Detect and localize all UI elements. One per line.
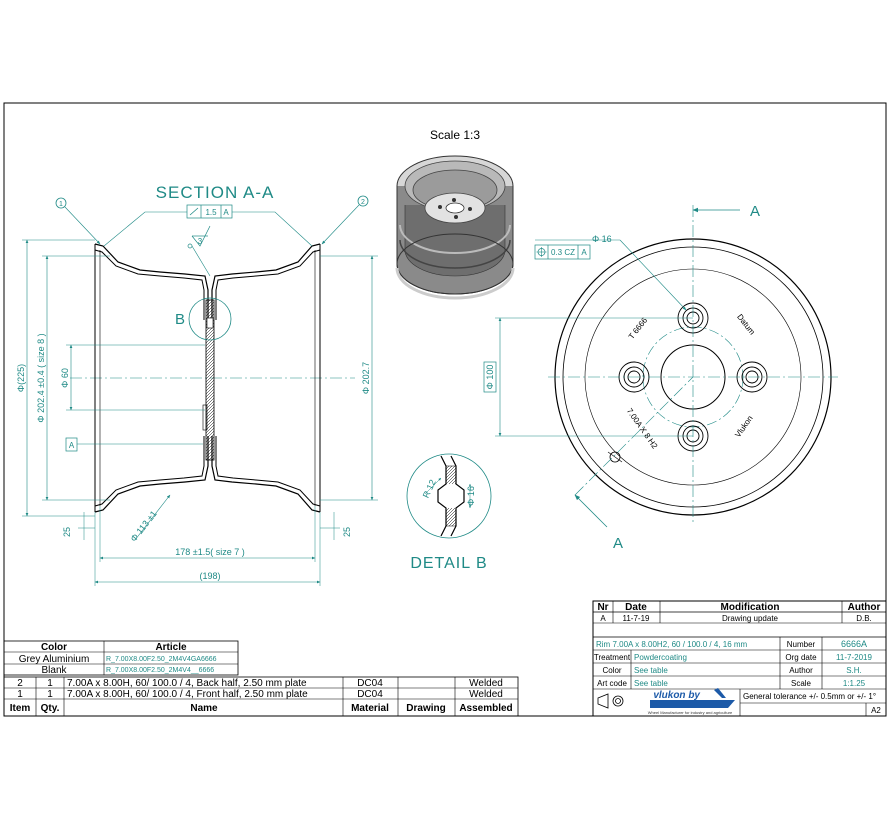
section-mark-bottom: A [613,535,623,552]
rev-row-nr: A [600,614,606,623]
color-value: See table [634,666,668,675]
org-date-value: 11-7-2019 [836,653,872,662]
stamp-vlukon: Vlukon [733,414,754,439]
rev-header-mod: Modification [721,602,780,613]
treatment-value: Powdercoating [634,653,687,662]
rev-header-nr: Nr [597,602,608,613]
art-code-label: Art code [597,679,627,688]
dim-d225: Φ(225) [16,364,26,392]
section-view: SECTION A-A 1 2 [16,183,378,586]
org-date-label: Org date [785,653,817,662]
article-header: Article [155,642,187,653]
balloon-2: 2 [361,199,365,206]
stamp-bottom: 7.00A X 8 H2 [625,407,660,451]
scale-value: 1:1.25 [843,679,866,688]
stamp-left: T 6666 [627,316,650,341]
section-mark-top: A [750,203,760,220]
title-description: Rim 7.00A x 8.00H2, 60 / 100.0 / 4, 16 m… [596,640,748,649]
color-table: Color Article Grey Aluminium R_7.00X8.00… [3,640,239,676]
detail-b-view: Φ 16 R 12 DETAIL B [406,453,492,572]
dim-d2024: Φ 202.4 ±0.4 ( size 8 ) [36,333,46,422]
part-row-2-name: 7.00A x 8.00H, 60/ 100.0 / 4, Front half… [67,689,308,700]
part-row-1-name: 7.00A x 8.00H, 60/ 100.0 / 4, Back half,… [67,678,307,689]
dim-l25: 25 [62,527,72,537]
vlukon-logo: vlukon by Wheel Manufacturer for industr… [648,688,735,715]
header-material: Material [351,703,389,714]
color-row-2-article: R_7.00X8.00F2.50_2M4V4__6666 [106,667,214,674]
header-qty: Qty. [41,703,60,714]
number-label: Number [787,640,816,649]
title-block: Nr Date Modification Author A 11-7-19 Dr… [592,600,887,717]
part-row-2-assembled: Welded [469,689,503,700]
header-assembled: Assembled [459,703,512,714]
header-drawing: Drawing [406,703,445,714]
scale-label-tb: Scale [791,679,812,688]
header-name: Name [190,703,218,714]
dim-r25: 25 [342,527,352,537]
parts-table: 2 1 7.00A x 8.00H, 60/ 100.0 / 4, Back h… [3,676,519,717]
art-code-value: See table [634,679,668,688]
balloon-1: 1 [59,201,63,208]
rev-row-date: 11-7-19 [623,614,651,623]
flatness-datum: A [223,208,229,217]
rev-header-author: Author [848,602,881,613]
detail-r12: R 12 [421,478,438,499]
part-row-2-qty: 1 [47,689,53,700]
logo-text: vlukon by [653,690,700,701]
dim-d60: Φ 60 [60,368,70,388]
flatness-value: 1.5 [205,208,217,217]
isometric-view [395,155,515,300]
part-row-1-material: DC04 [357,678,383,689]
rev-row-author: D.B. [856,614,872,623]
part-row-1-item: 2 [17,678,23,689]
part-row-1-qty: 1 [47,678,53,689]
part-row-1-assembled: Welded [469,678,503,689]
color-header: Color [41,642,67,653]
scale-label: Scale 1:3 [430,128,480,142]
rev-header-date: Date [625,602,647,613]
logo-subtitle: Wheel Manufacturer for industry and agri… [648,710,733,715]
roughness-value: 3 [198,237,203,246]
hole-dia: Φ 16 [592,234,612,244]
header-item: Item [10,703,31,714]
datum-a-label: A [69,441,75,450]
part-row-2-item: 1 [17,689,23,700]
pos-tol: 0.3 CZ [551,248,575,257]
dim-d2027: Φ 202.7 [361,362,371,394]
pos-datum: A [581,248,587,257]
front-view: A A Φ 16 0.3 CZ A Φ 100 T 6666 Datum 7.0… [483,203,838,552]
author-value: S.H. [846,666,862,675]
treatment-label: Treatment [594,653,631,662]
rev-row-mod: Drawing update [722,614,779,623]
pcd-dim: Φ 100 [485,365,495,390]
detail-d16: Φ 16 [466,486,476,506]
detail-b-title: DETAIL B [410,555,487,572]
color-label: Color [602,666,621,675]
stamp-right: Datum [735,312,757,336]
dim-d113: Φ 113 ±1 [128,509,158,544]
detail-ref: B [175,311,185,328]
color-row-2-name: Blank [41,665,67,676]
projection-symbol-icon [597,693,624,709]
section-title: SECTION A-A [156,183,275,202]
author-label: Author [789,666,813,675]
part-row-2-material: DC04 [357,689,383,700]
sheet-size: A2 [871,706,881,715]
number-value: 6666A [841,639,867,649]
general-tolerance: General tolerance +/- 0.5mm or +/- 1° [743,692,876,701]
color-row-1-article: R_7.00X8.00F2.50_2M4V4GA6666 [106,656,217,663]
dim-w178: 178 ±1.5( size 7 ) [175,547,244,557]
color-row-1-name: Grey Aluminium [19,654,90,665]
dim-w198: (198) [199,571,220,581]
